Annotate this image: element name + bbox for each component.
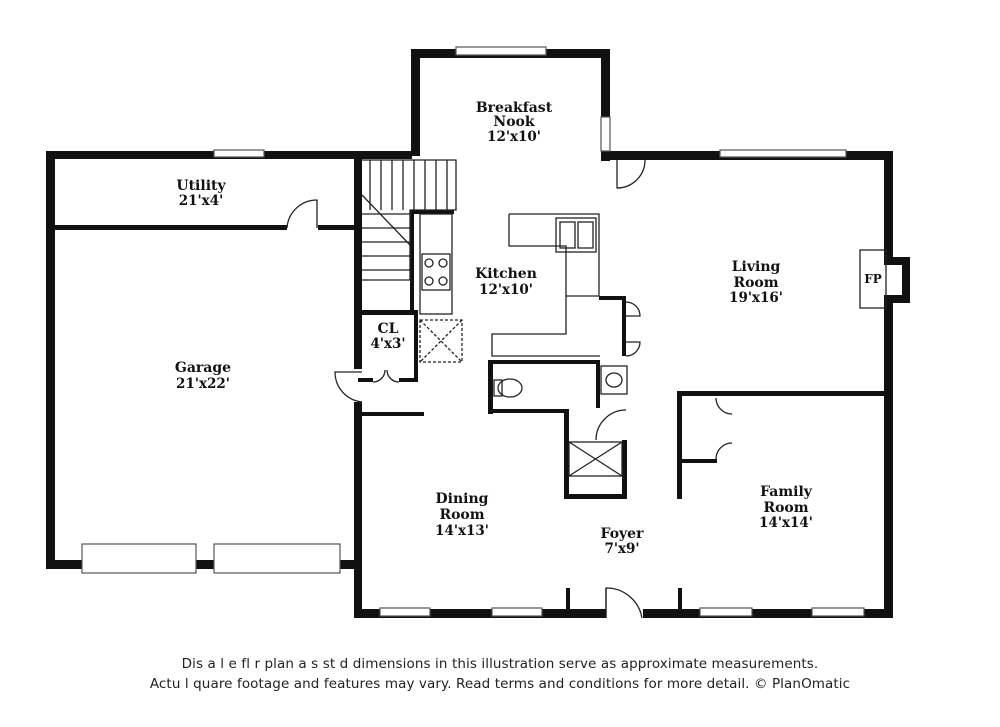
room-kitchen: Kitchen 12'x10': [475, 266, 537, 298]
family-room-dims: 14'x14': [759, 515, 813, 531]
kitchen-name: Kitchen: [475, 266, 537, 282]
closet-name: CL: [378, 321, 399, 337]
dining-room-name-2: Room: [439, 507, 484, 523]
doors: [286, 159, 733, 619]
room-breakfast-nook: Breakfast Nook 12'x10': [476, 100, 553, 145]
foyer-dims: 7'x9': [604, 541, 639, 557]
family-room-name-1: Family: [760, 484, 813, 500]
room-utility: Utility 21'x4': [176, 178, 226, 209]
room-foyer: Foyer 7'x9': [601, 526, 645, 557]
family-room-name-2: Room: [763, 500, 808, 516]
living-room-dims: 19'x16': [729, 290, 783, 306]
utility-name: Utility: [176, 178, 226, 194]
kitchen-dims: 12'x10': [479, 282, 533, 298]
floor-plan: FP Breakfast Nook 12'x10' Utility 21'x4'…: [46, 46, 910, 619]
disclaimer-line-2: Actu l quare footage and features may va…: [149, 676, 851, 692]
living-room-name-2: Room: [733, 275, 778, 291]
breakfast-nook-name-1: Breakfast: [476, 100, 553, 116]
room-closet: CL 4'x3': [370, 321, 405, 352]
dining-room-name-1: Dining: [436, 491, 489, 507]
room-living: Living Room 19'x16': [729, 259, 783, 306]
staircase: [361, 159, 457, 281]
utility-dims: 21'x4': [179, 193, 224, 209]
living-room-name-1: Living: [732, 259, 781, 275]
windows: [81, 46, 865, 617]
room-garage: Garage 21'x22': [175, 360, 231, 392]
garage-name: Garage: [175, 360, 231, 376]
foyer-name: Foyer: [601, 526, 645, 542]
kitchen-fixtures: [419, 213, 600, 363]
fireplace-box: [859, 249, 887, 309]
room-dining: Dining Room 14'x13': [435, 491, 489, 539]
breakfast-nook-name-2: Nook: [493, 114, 534, 130]
bathroom-fixtures: [493, 365, 628, 477]
disclaimer-line-1: Dis a l e fl r plan a s st d dimensions …: [181, 656, 819, 672]
breakfast-nook-dims: 12'x10': [487, 129, 541, 145]
closet-dims: 4'x3': [370, 336, 405, 352]
dining-room-dims: 14'x13': [435, 523, 489, 539]
room-family: Family Room 14'x14': [759, 484, 813, 531]
fireplace-label: FP: [864, 272, 882, 286]
garage-dims: 21'x22': [176, 376, 230, 392]
